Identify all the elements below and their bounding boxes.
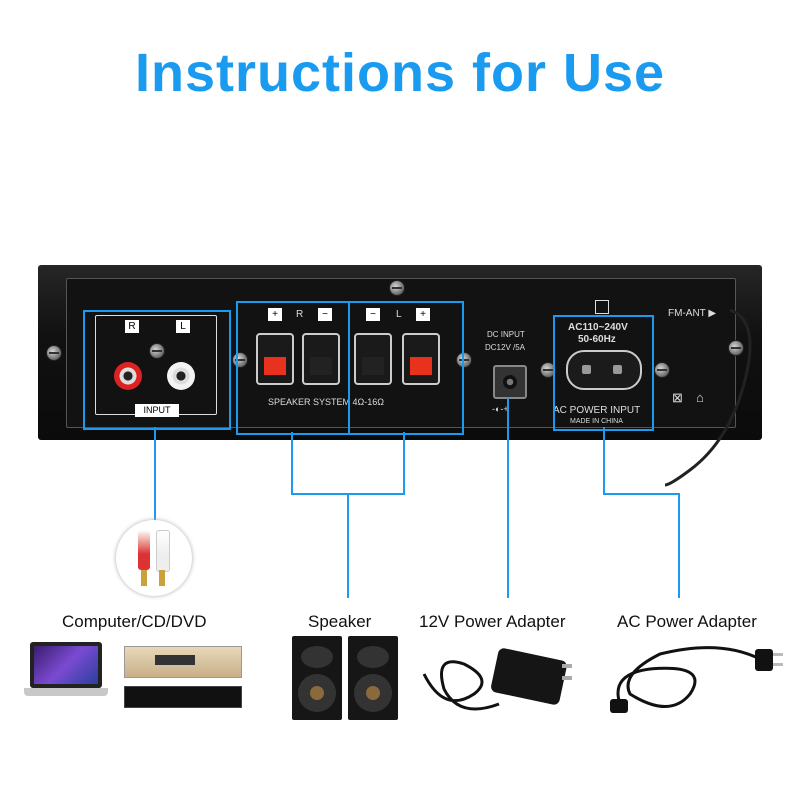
ac-power-cord-image <box>610 646 783 713</box>
connector-line-speaker-down <box>347 493 349 598</box>
rca-white-jack[interactable] <box>167 362 195 390</box>
caption-12v-adapter: 12V Power Adapter <box>419 612 566 631</box>
cd-player-image <box>124 646 242 678</box>
rca-cable-image <box>116 520 192 596</box>
screw-icon <box>728 340 744 356</box>
connector-line-ac <box>603 427 605 493</box>
double-insulation-icon <box>595 300 609 314</box>
ac-power-input-label: AC POWER INPUT <box>553 405 641 416</box>
speaker-plus-label: + <box>268 308 282 321</box>
weee-bin-icon: ⊠ <box>672 390 683 405</box>
connector-line-speaker-l <box>403 432 405 494</box>
input-r-label: R <box>125 320 139 333</box>
connector-line-speaker-r <box>291 432 293 494</box>
speaker-terminal-r-minus[interactable] <box>302 333 340 385</box>
speaker-system-label: SPEAKER SYSTEM 4Ω-16Ω <box>268 397 384 407</box>
screw-icon <box>46 345 62 361</box>
speaker-l-label: L <box>396 309 402 320</box>
connector-line-ac-down <box>678 493 680 598</box>
dc-power-adapter-image <box>422 648 572 711</box>
screw-icon <box>540 362 556 378</box>
speaker-minus-label: − <box>318 308 332 321</box>
screw-icon <box>456 352 472 368</box>
dc-spec-label: DC12V /5A <box>485 343 526 352</box>
speaker-left-image <box>292 636 342 720</box>
speaker-right-image <box>348 636 398 720</box>
speaker-terminal-l-minus[interactable] <box>354 333 392 385</box>
caption-computer-cd-dvd: Computer/CD/DVD <box>62 612 207 631</box>
connector-line-input <box>154 427 156 537</box>
screw-icon <box>654 362 670 378</box>
screw-icon <box>149 343 165 359</box>
dc-jack[interactable] <box>493 365 527 399</box>
speaker-minus-label-l: − <box>366 308 380 321</box>
fm-ant-label: FM-ANT ▶ <box>668 308 717 319</box>
dvd-player-image <box>124 686 242 708</box>
speaker-l-highlight-box <box>348 301 464 435</box>
caption-speaker: Speaker <box>308 612 372 631</box>
input-label: INPUT <box>135 404 179 417</box>
speaker-r-label: R <box>296 309 304 320</box>
ac-power-socket[interactable] <box>566 350 642 390</box>
screw-icon <box>389 280 405 296</box>
connector-line-ac-across <box>603 493 679 495</box>
input-l-label: L <box>176 320 190 333</box>
caption-ac-adapter: AC Power Adapter <box>617 612 757 631</box>
indoor-use-icon: ⌂ <box>696 390 704 405</box>
input-highlight-box <box>83 310 231 430</box>
ac-spec-voltage: AC110~240V <box>568 322 628 333</box>
page-title: Instructions for Use <box>134 43 666 103</box>
made-in-label: MADE IN CHINA <box>570 418 623 425</box>
dc-input-label: DC INPUT <box>487 330 525 339</box>
dc-polarity-icon: -◐-+ <box>492 404 509 414</box>
ac-spec-frequency: 50-60Hz <box>578 334 616 345</box>
rca-red-jack[interactable] <box>114 362 142 390</box>
laptop-image <box>24 642 108 700</box>
speaker-terminal-l-plus[interactable] <box>402 333 440 385</box>
speaker-terminal-r-plus[interactable] <box>256 333 294 385</box>
connector-line-dc <box>507 398 509 598</box>
speaker-plus-label-l: + <box>416 308 430 321</box>
